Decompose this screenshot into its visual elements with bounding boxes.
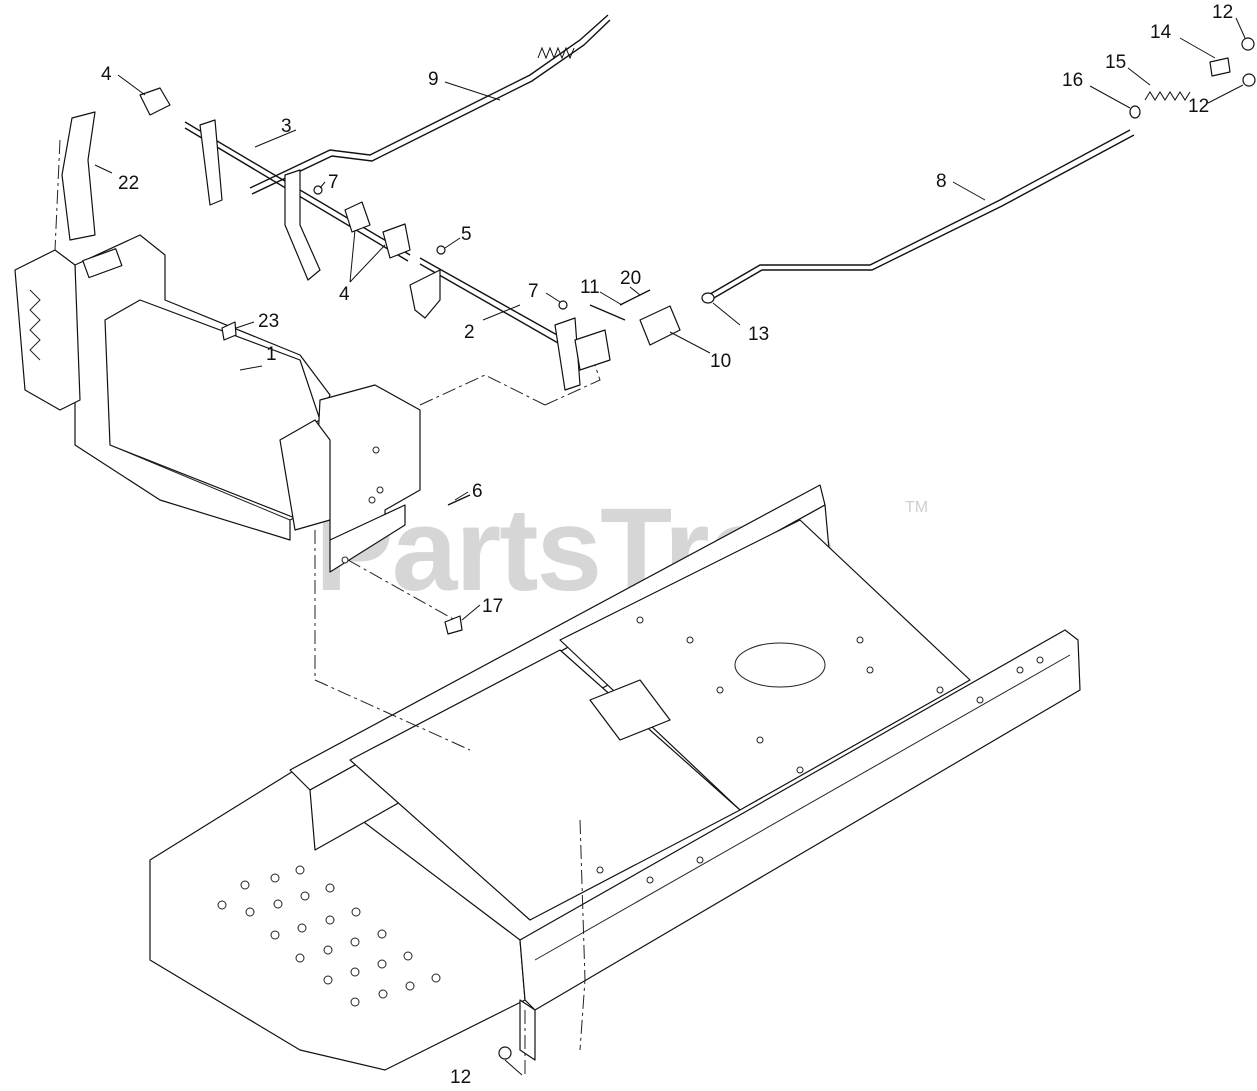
callout-12-bottom: 12 — [450, 1067, 471, 1088]
callout-11: 11 — [580, 277, 600, 298]
callout-22: 22 — [118, 173, 139, 194]
callout-13: 13 — [748, 324, 769, 345]
callout-10: 10 — [710, 351, 731, 372]
callout-16: 16 — [1062, 70, 1083, 91]
callout-6: 6 — [472, 481, 483, 502]
callout-3: 3 — [281, 116, 292, 137]
watermark-trademark: TM — [905, 499, 928, 516]
callout-4-mid: 4 — [339, 284, 350, 305]
callout-7-top: 7 — [328, 172, 339, 193]
callouts: 1 2 3 4 4 5 6 7 7 8 9 10 11 12 12 12 13 … — [101, 2, 1233, 1088]
callout-1: 1 — [266, 344, 277, 365]
callout-12-right: 12 — [1188, 96, 1209, 117]
callout-8: 8 — [936, 171, 947, 192]
frame-holes — [596, 616, 1044, 884]
floor-plate-holes — [217, 865, 441, 1007]
callout-5: 5 — [461, 224, 472, 245]
console-bracket-right — [279, 384, 421, 546]
callout-12-top: 12 — [1212, 2, 1233, 23]
callout-20: 20 — [620, 268, 641, 289]
callout-4-top: 4 — [101, 64, 112, 85]
callout-15: 15 — [1105, 52, 1126, 73]
callout-14: 14 — [1150, 22, 1172, 43]
linkage-assembly — [139, 14, 1256, 1060]
seat-bracket-part-22 — [61, 111, 96, 241]
callout-7-mid: 7 — [528, 281, 539, 302]
frame-assembly — [149, 484, 1081, 1071]
mounting-plate — [329, 504, 406, 573]
leader-lines — [94, 17, 1246, 1076]
seat-rack-left — [14, 249, 81, 411]
callout-2: 2 — [464, 322, 475, 343]
callout-17: 17 — [482, 596, 503, 617]
callout-9: 9 — [428, 69, 439, 90]
callout-23: 23 — [258, 311, 279, 332]
